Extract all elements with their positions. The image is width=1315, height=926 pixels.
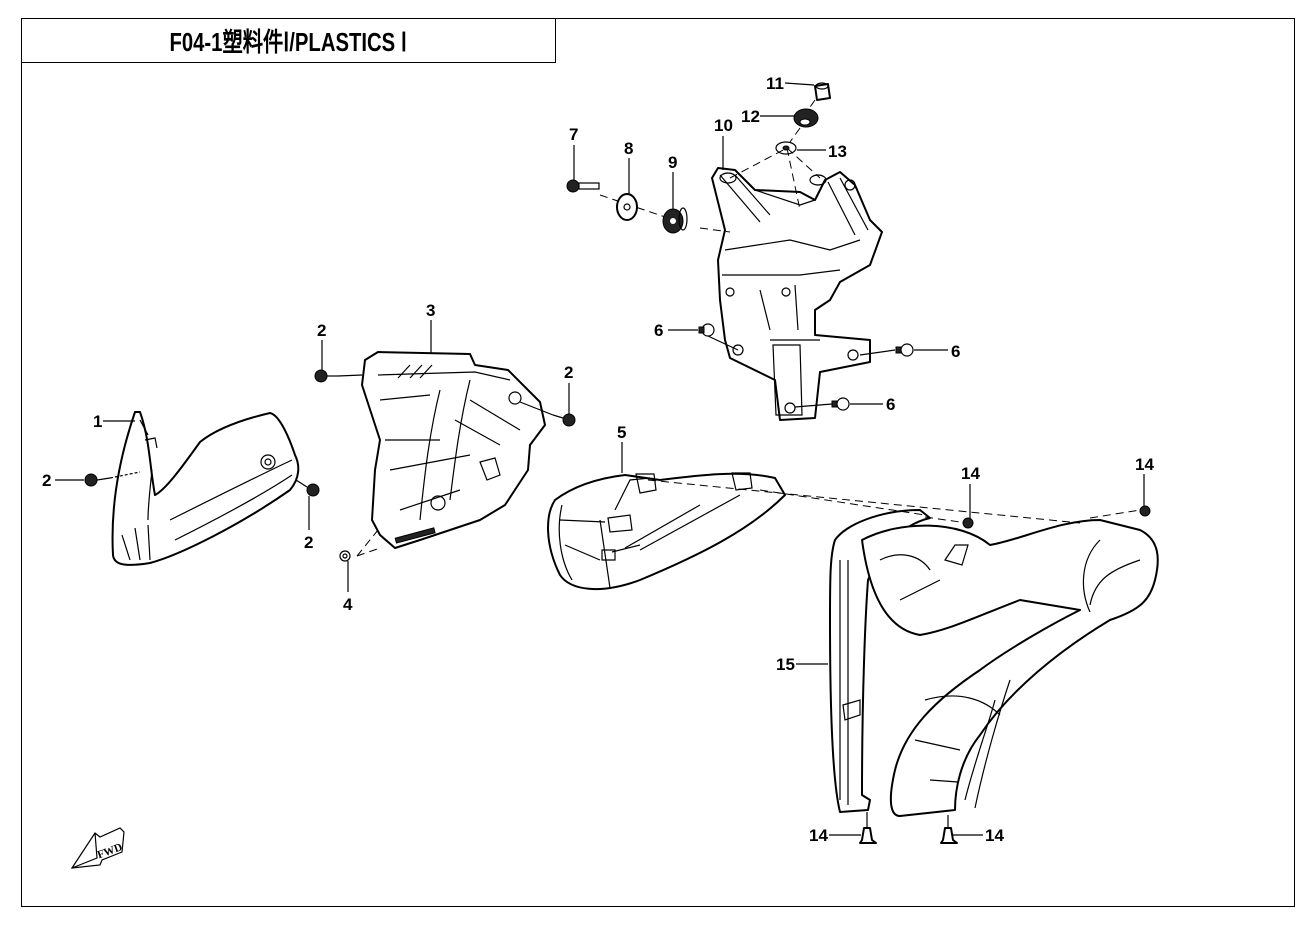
callout-15[interactable]: 15 [776, 655, 795, 674]
callout-9[interactable]: 9 [668, 153, 677, 172]
diagram-title: F04-1塑料件Ⅰ/PLASTICS Ⅰ [169, 27, 408, 57]
screw-2d[interactable] [519, 401, 576, 427]
fwd-label: FWD [96, 841, 124, 861]
callout-14c[interactable]: 14 [809, 826, 828, 845]
callout-14a[interactable]: 14 [961, 464, 980, 483]
callout-8[interactable]: 8 [624, 139, 633, 158]
axis-line-12-13 [789, 127, 801, 143]
callout-1[interactable]: 1 [93, 412, 102, 431]
axis-line-11-12 [807, 99, 816, 111]
callout-3[interactable]: 3 [426, 301, 435, 320]
callout-2b[interactable]: 2 [304, 533, 313, 552]
callout-2d[interactable]: 2 [564, 363, 573, 382]
bolt-6b[interactable] [859, 343, 914, 357]
washer-8[interactable] [616, 193, 638, 221]
callout-7[interactable]: 7 [569, 125, 578, 144]
callout-6b[interactable]: 6 [951, 342, 960, 361]
callout-6a[interactable]: 6 [654, 321, 663, 340]
assembly-dashed-lines [356, 147, 1141, 557]
part-5-front-side-cover[interactable] [547, 472, 786, 591]
rivet-14a[interactable] [962, 517, 974, 529]
damper-12[interactable] [793, 108, 819, 128]
part-side-fender-body[interactable] [861, 519, 1159, 817]
collar-11[interactable] [814, 82, 831, 101]
bolt-6a[interactable] [698, 323, 739, 351]
callout-5[interactable]: 5 [617, 423, 626, 442]
clip-nut-4[interactable] [339, 550, 351, 562]
bolt-7[interactable] [566, 179, 600, 193]
washer-13[interactable] [775, 141, 797, 155]
part-15-side-fairing-trim[interactable] [829, 509, 931, 813]
rivet-14d[interactable] [940, 827, 958, 844]
callout-10[interactable]: 10 [714, 116, 733, 135]
fasteners [84, 82, 1151, 844]
rivet-14b[interactable] [1139, 505, 1151, 517]
callout-12[interactable]: 12 [741, 107, 760, 126]
callout-6c[interactable]: 6 [886, 395, 895, 414]
callout-2a[interactable]: 2 [42, 471, 51, 490]
screw-2c[interactable] [314, 369, 363, 383]
forward-direction-arrow-icon: FWD [70, 827, 125, 869]
callout-14d[interactable]: 14 [985, 826, 1004, 845]
title-block: F04-1塑料件Ⅰ/PLASTICS Ⅰ [21, 18, 556, 63]
screw-2b[interactable] [295, 479, 320, 497]
callout-11[interactable]: 11 [766, 74, 784, 93]
callout-4[interactable]: 4 [343, 595, 353, 614]
leader-11 [784, 82, 815, 86]
callout-13[interactable]: 13 [828, 142, 847, 161]
part-10-headlight-bracket[interactable] [711, 167, 883, 421]
callouts: 1 2 2 2 2 3 4 5 6 6 6 7 8 [42, 74, 1154, 845]
grommet-9[interactable] [662, 207, 688, 234]
screw-2a[interactable] [84, 471, 141, 487]
callout-14b[interactable]: 14 [1135, 455, 1154, 474]
callout-2c[interactable]: 2 [317, 321, 326, 340]
part-3-headlight-inner-cover[interactable] [361, 351, 546, 549]
drawing-frame [21, 18, 1295, 907]
part-1-front-lower-cover[interactable] [111, 411, 300, 566]
rivet-14c[interactable] [859, 827, 877, 844]
bolt-6c[interactable] [794, 397, 850, 411]
